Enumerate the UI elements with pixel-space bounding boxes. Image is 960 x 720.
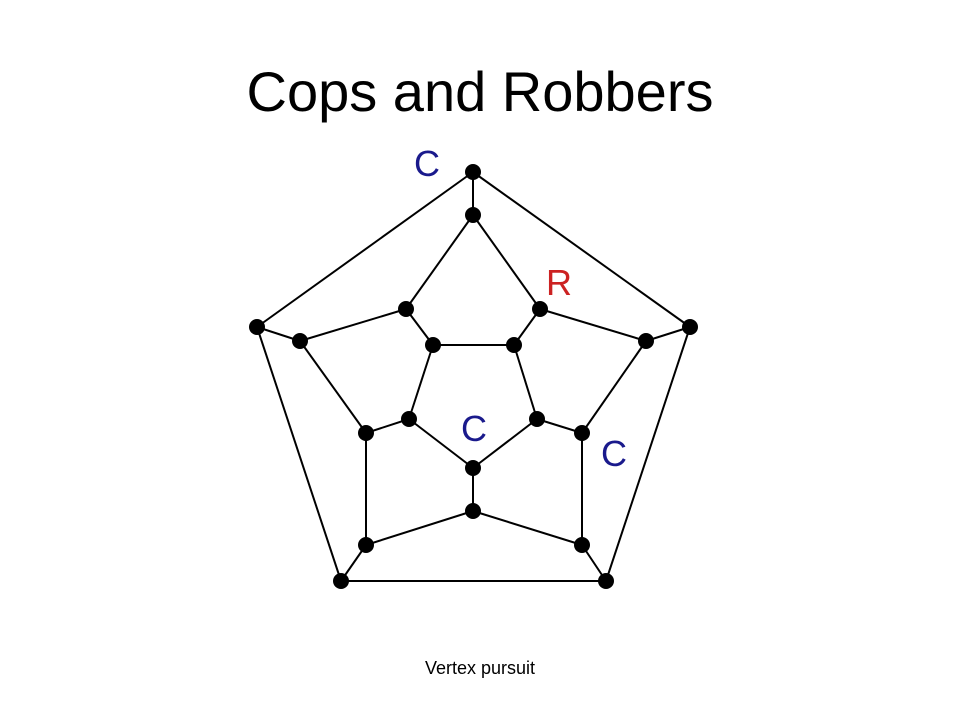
graph-vertex xyxy=(333,573,349,589)
graph-vertex xyxy=(638,333,654,349)
graph-edge xyxy=(513,344,538,420)
graph-vertex xyxy=(249,319,265,335)
graph-vertex xyxy=(506,337,522,353)
graph-vertex xyxy=(292,333,308,349)
graph-edge xyxy=(408,344,434,420)
graph-vertices xyxy=(249,164,698,589)
graph-vertex xyxy=(529,411,545,427)
graph-vertex xyxy=(465,460,481,476)
graph-vertex xyxy=(574,425,590,441)
graph-vertex xyxy=(465,503,481,519)
graph-edge xyxy=(299,340,367,434)
graph-vertex xyxy=(401,411,417,427)
graph-edge xyxy=(405,214,474,310)
cop-marker-center: C xyxy=(461,408,487,449)
graph-edge xyxy=(408,418,474,469)
graph-edge xyxy=(472,171,691,328)
graph-edge xyxy=(605,326,691,582)
graph-edge xyxy=(539,308,647,342)
player-markers: C R C C xyxy=(414,143,627,474)
robber-marker: R xyxy=(546,262,572,303)
graph-edge xyxy=(299,308,407,342)
cop-marker-top: C xyxy=(414,143,440,184)
graph-vertex xyxy=(358,425,374,441)
graph-vertex xyxy=(532,301,548,317)
graph-vertex xyxy=(398,301,414,317)
slide-title: Cops and Robbers xyxy=(246,60,714,123)
cop-marker-right: C xyxy=(601,433,627,474)
graph-vertex xyxy=(598,573,614,589)
graph-edge xyxy=(581,340,647,434)
graph-vertex xyxy=(465,164,481,180)
graph-vertex xyxy=(425,337,441,353)
graph-vertex xyxy=(358,537,374,553)
graph-edge xyxy=(472,418,538,469)
graph-edge xyxy=(256,326,342,582)
graph-edge xyxy=(256,171,474,328)
graph-edge xyxy=(472,214,541,310)
graph-edge xyxy=(365,510,474,546)
slide-footer: Vertex pursuit xyxy=(424,658,536,678)
graph-edge xyxy=(472,510,583,546)
graph-vertex xyxy=(465,207,481,223)
graph-vertex xyxy=(682,319,698,335)
graph-edges xyxy=(256,171,691,582)
graph-vertex xyxy=(574,537,590,553)
